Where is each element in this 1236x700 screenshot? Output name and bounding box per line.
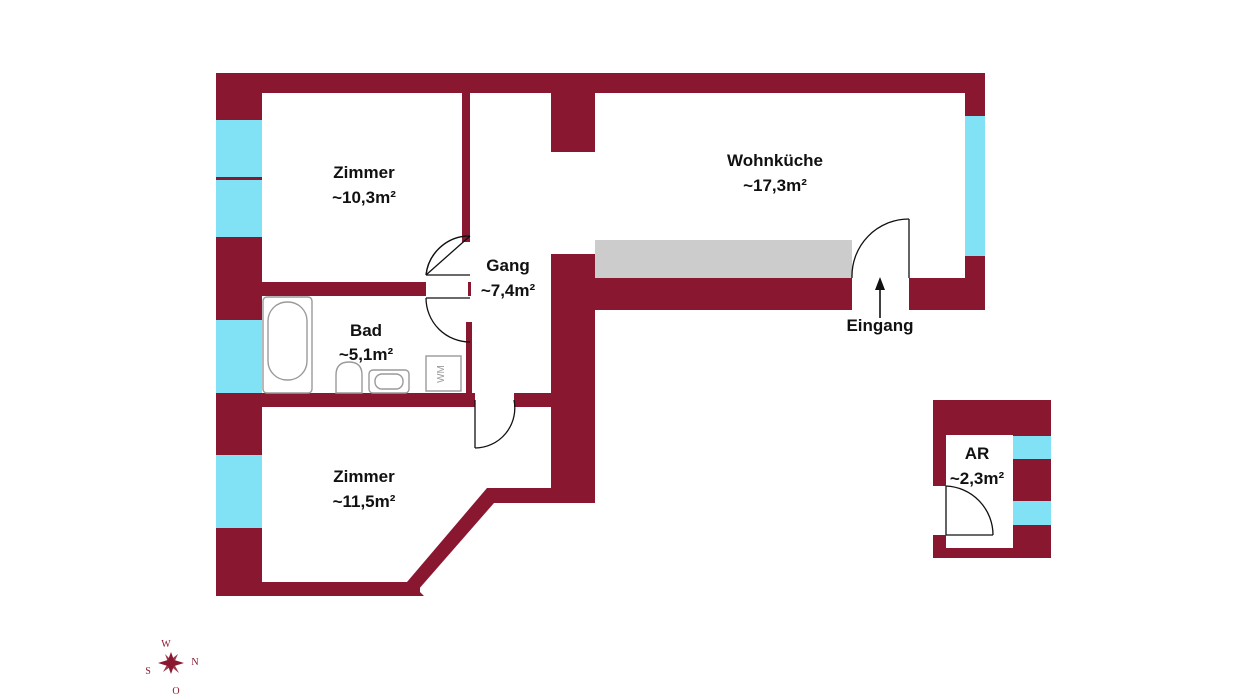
door-zimmer-2 xyxy=(474,399,516,449)
window xyxy=(216,455,262,528)
toilet-icon xyxy=(335,361,363,394)
room-name-gang: Gang xyxy=(486,256,529,275)
window xyxy=(1013,436,1051,459)
room-name-zimmer-2: Zimmer xyxy=(333,467,395,486)
compass-icon: W N S O xyxy=(145,639,198,697)
room-name-wohnkueche: Wohnküche xyxy=(727,151,823,170)
washing-machine-icon xyxy=(425,355,462,392)
compass-west: W xyxy=(161,639,171,650)
door-ar xyxy=(945,485,994,536)
room-area-bad: ~5,1m² xyxy=(339,345,394,364)
room-name-bad: Bad xyxy=(350,321,382,340)
compass-south: S xyxy=(145,666,151,677)
door-bad xyxy=(425,297,471,343)
window xyxy=(965,116,985,256)
entrance-label: Eingang xyxy=(846,316,913,335)
bathtub-icon xyxy=(262,296,313,394)
bathroom-fixtures xyxy=(262,296,462,394)
room-name-ar: AR xyxy=(965,444,990,463)
room-area-wohnkueche: ~17,3m² xyxy=(743,176,807,195)
sink-icon xyxy=(368,369,410,394)
room-labels: Zimmer ~10,3m² Gang ~7,4m² Wohnküche ~17… xyxy=(332,151,1004,511)
window xyxy=(216,180,262,237)
window xyxy=(216,120,262,177)
room-area-ar: ~2,3m² xyxy=(950,469,1005,488)
room-area-zimmer-1: ~10,3m² xyxy=(332,188,396,207)
room-area-zimmer-2: ~11,5m² xyxy=(333,492,396,511)
windows xyxy=(216,116,985,528)
compass-north: N xyxy=(191,657,198,668)
kitchen-counter xyxy=(595,240,852,278)
room-area-gang: ~7,4m² xyxy=(481,281,536,300)
storage-room xyxy=(933,400,1051,558)
entrance-arrow-icon xyxy=(875,277,885,318)
door-entrance xyxy=(851,218,910,279)
doors xyxy=(425,218,910,449)
washing-machine-label: WM xyxy=(436,365,447,383)
room-name-zimmer-1: Zimmer xyxy=(333,163,395,182)
window xyxy=(1013,501,1051,525)
window xyxy=(216,320,262,393)
compass-east: O xyxy=(172,686,179,697)
